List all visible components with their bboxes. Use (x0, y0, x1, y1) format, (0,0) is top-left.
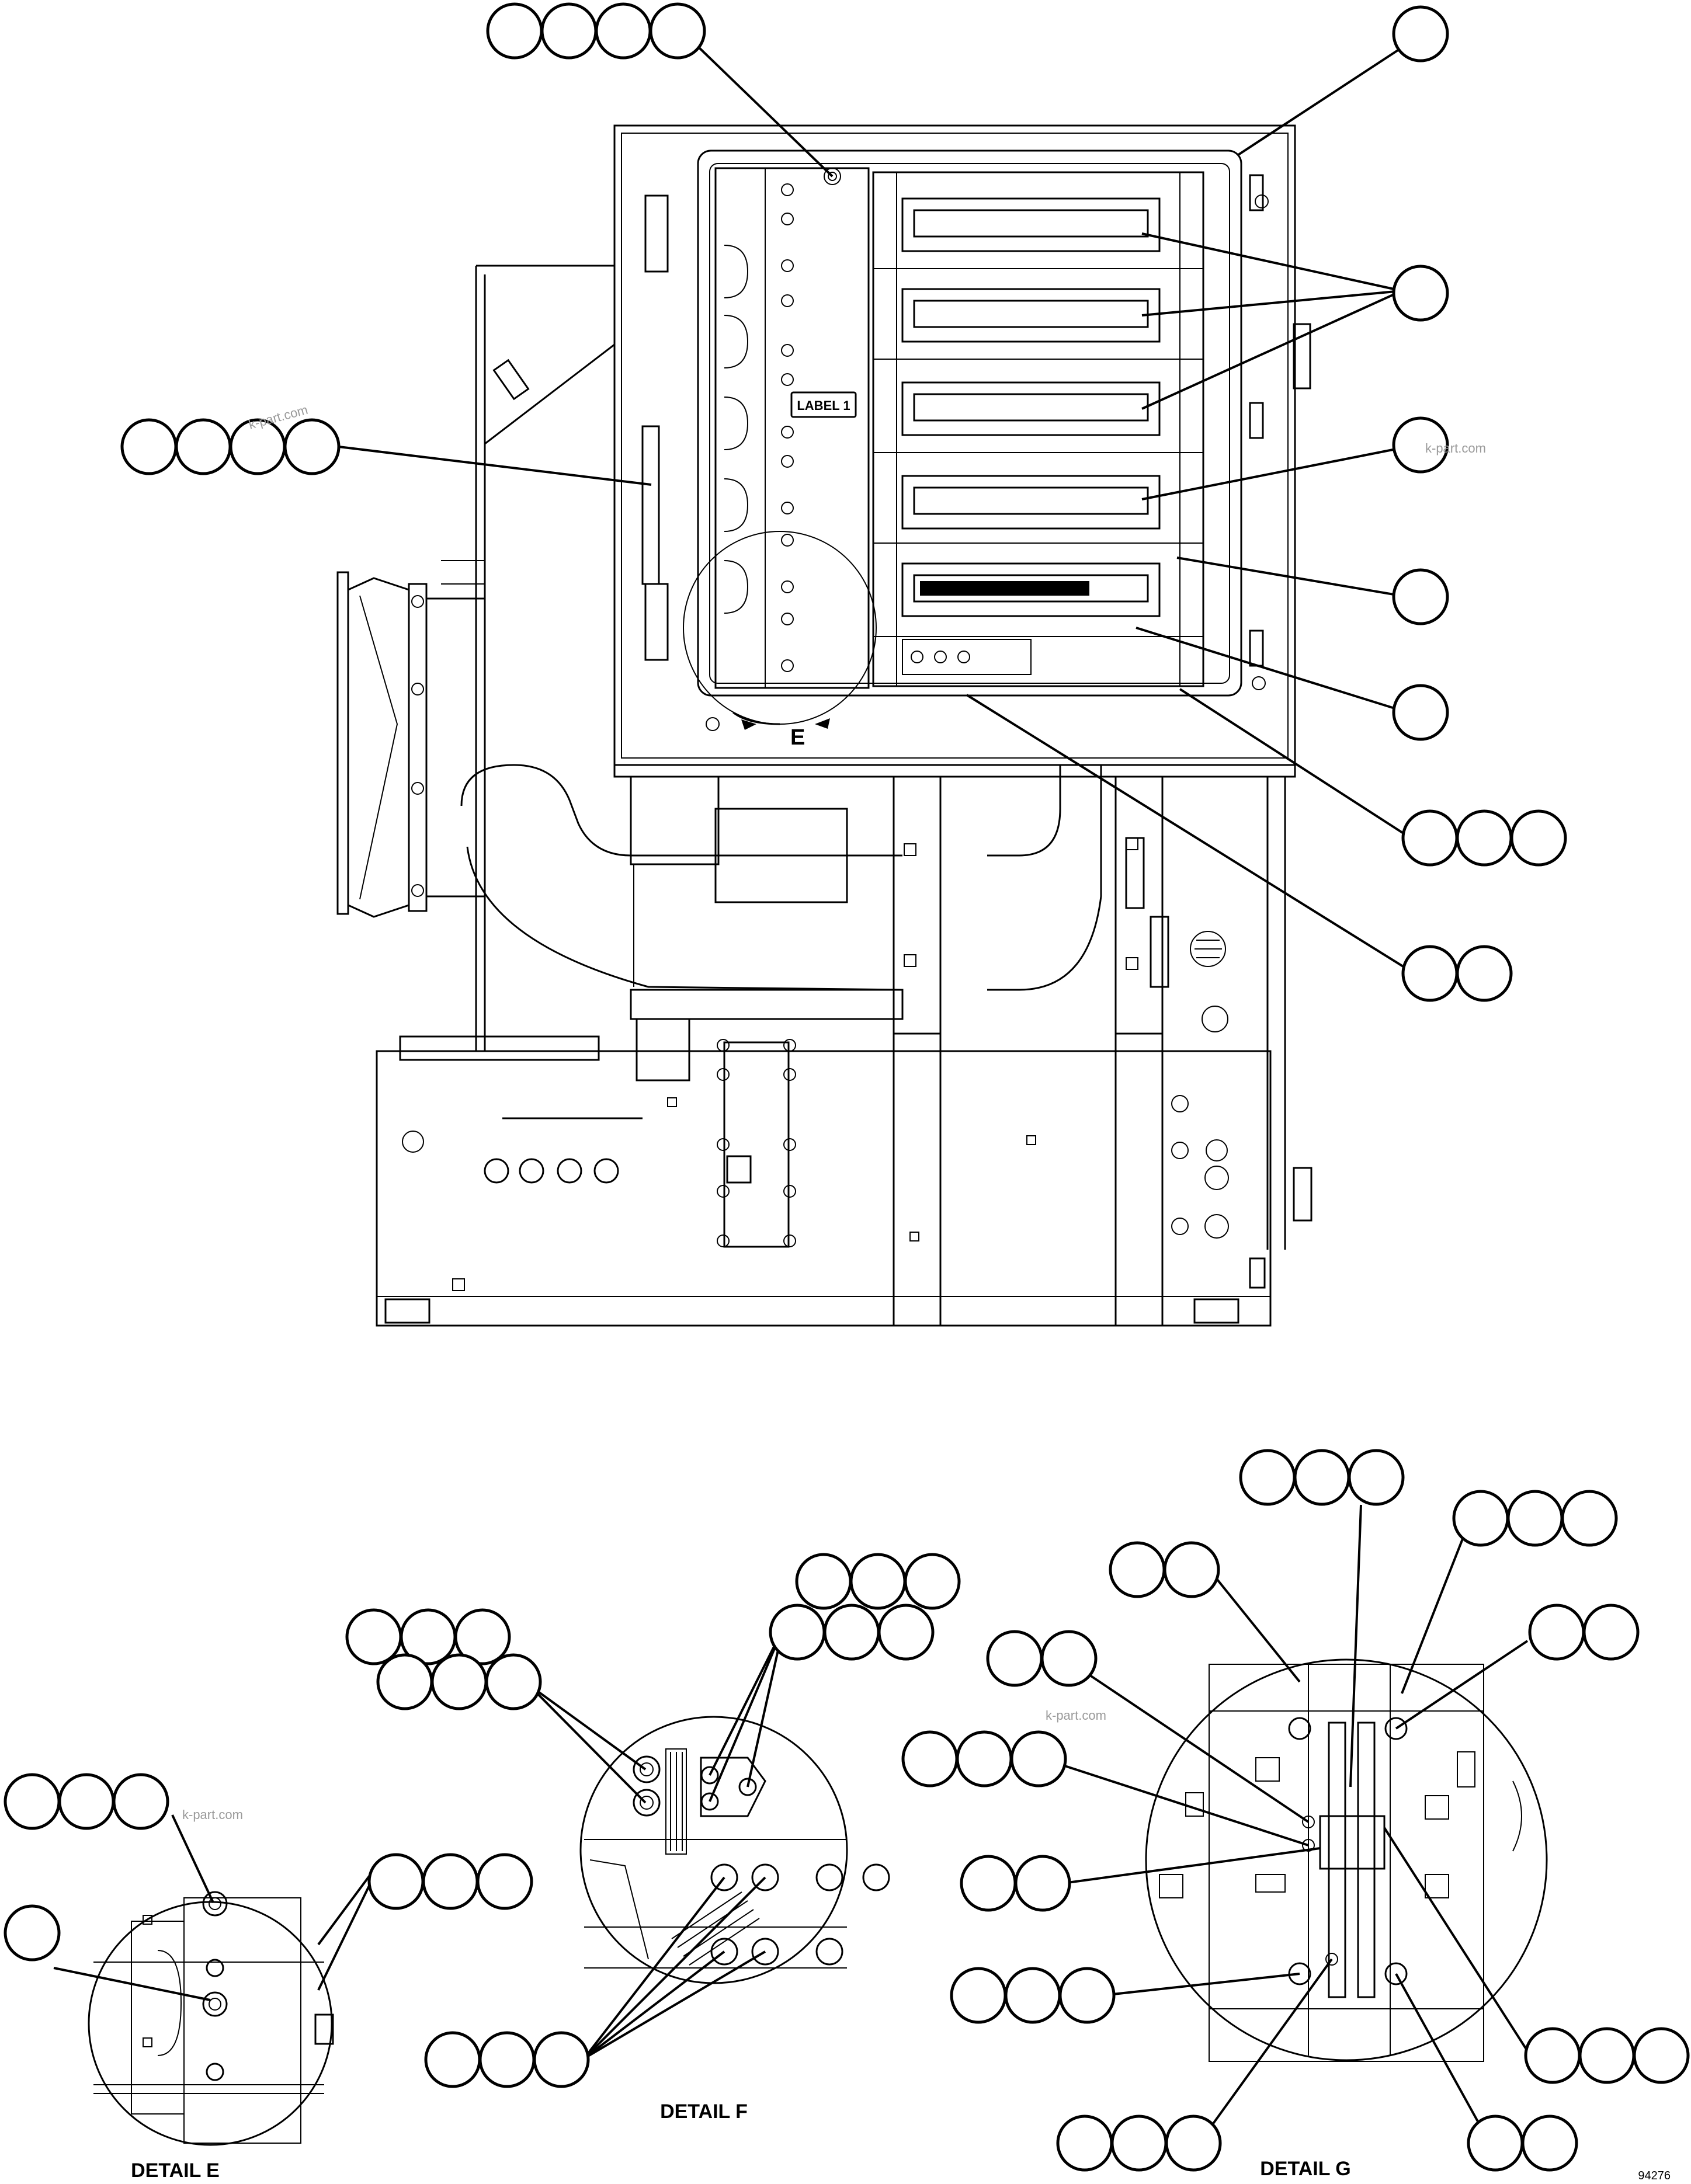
flange-plate (336, 571, 349, 915)
callout-bubble (1521, 2115, 1578, 2172)
main-callouts (120, 2, 1567, 1002)
callout-bubble (1452, 1490, 1509, 1547)
callout-bubble (454, 1608, 511, 1665)
callout-bubble (1163, 1541, 1220, 1598)
callout-bubble (1392, 568, 1449, 625)
callout-bubble (1582, 1604, 1640, 1661)
callout-bubble (486, 2, 543, 60)
card-panel (714, 167, 870, 689)
detail-e-title: DETAIL E (131, 2159, 220, 2182)
callout-bubble (1578, 2027, 1636, 2084)
callout-bubble (345, 1608, 402, 1665)
watermark: k-part.com (182, 1807, 243, 1822)
callout-bubble (1401, 945, 1459, 1002)
callout-bubble (485, 1653, 542, 1710)
cabinet-outer (613, 124, 1296, 766)
callout-bubble (120, 418, 178, 475)
callout-bubble (1456, 809, 1513, 867)
elbow-duct (460, 764, 902, 857)
callout-bubble (430, 1653, 488, 1710)
detail-e-circle (88, 1901, 333, 2146)
callout-bubble (4, 1773, 61, 1830)
callout-bubble (877, 1604, 935, 1661)
base-ports (484, 1158, 619, 1184)
rack-modules (901, 197, 1161, 617)
main-assembly: LABEL 1 (336, 124, 1312, 1327)
callout-bubble (1392, 5, 1449, 62)
callout-bubble (1467, 2115, 1524, 2172)
callout-bubble (1004, 1967, 1061, 2024)
callout-bubble (1524, 2027, 1581, 2084)
callout-bubble (1040, 1630, 1098, 1687)
module-rack (872, 171, 1204, 687)
callout-bubble (1293, 1449, 1350, 1506)
detail-g-circle (1145, 1658, 1548, 2061)
callout-bubble (1165, 2115, 1222, 2172)
callout-bubble (595, 2, 652, 60)
watermark: k-part.com (1046, 1708, 1106, 1723)
callout-bubble (283, 418, 341, 475)
detail-f-title: DETAIL F (660, 2100, 748, 2123)
callout-bubble (849, 1553, 907, 1610)
callout-bubble (795, 1553, 852, 1610)
callout-bubble (1561, 1490, 1618, 1547)
callout-bubble (58, 1773, 115, 1830)
detail-g: DETAIL G (901, 1449, 1690, 2180)
callout-bubble (1510, 809, 1567, 867)
callout-bubble (376, 1653, 433, 1710)
detail-e: DETAIL E (4, 1773, 533, 2182)
callout-bubble (533, 2031, 590, 2088)
callout-bubble (960, 1855, 1017, 1912)
callout-bubble (1110, 2115, 1168, 2172)
center-plate (717, 1039, 796, 1248)
callout-bubble (424, 2031, 481, 2088)
callout-bubble (1506, 1490, 1564, 1547)
callout-bubble (1058, 1967, 1116, 2024)
label-plate-text: LABEL 1 (797, 398, 850, 413)
callout-bubble (422, 1853, 479, 1910)
callout-bubble (1392, 265, 1449, 322)
callout-bubble (540, 2, 598, 60)
main-leaders (338, 43, 1412, 972)
callout-bubble (1392, 416, 1449, 474)
callout-bubble (175, 418, 232, 475)
callout-bubble (1633, 2027, 1690, 2084)
callout-bubble (1109, 1541, 1166, 1598)
callout-bubble (1010, 1730, 1067, 1787)
callout-bubble (769, 1604, 826, 1661)
callout-bubble (1392, 684, 1449, 741)
callout-bubble (1056, 2115, 1113, 2172)
callout-bubble (1456, 945, 1513, 1002)
callout-bubble (1528, 1604, 1585, 1661)
callout-bubble (649, 2, 706, 60)
callout-bubble (956, 1730, 1013, 1787)
callout-bubble (986, 1630, 1043, 1687)
detail-f: DETAIL F (345, 1553, 961, 2123)
callout-bubble (904, 1553, 961, 1610)
drawing-number: 94276 (1638, 2169, 1671, 2182)
detail-e-view-marker: E (790, 725, 805, 750)
card-connectors (781, 168, 841, 672)
callout-bubble (950, 1967, 1007, 2024)
watermark: k-part.com (1425, 441, 1486, 455)
callout-bubble (823, 1604, 880, 1661)
callout-bubble (1401, 809, 1459, 867)
callout-bubble (478, 2031, 536, 2088)
callout-bubble (476, 1853, 533, 1910)
callout-bubble (901, 1730, 959, 1787)
detail-g-title: DETAIL G (1260, 2158, 1351, 2180)
callout-bubble (367, 1853, 425, 1910)
label-plate (790, 391, 857, 418)
callout-bubble (112, 1773, 169, 1830)
callout-bubble (1348, 1449, 1405, 1506)
callout-bubble (1014, 1855, 1071, 1912)
callout-bubble (1239, 1449, 1296, 1506)
callout-bubble (4, 1904, 61, 1962)
base-frame (376, 1050, 1272, 1327)
